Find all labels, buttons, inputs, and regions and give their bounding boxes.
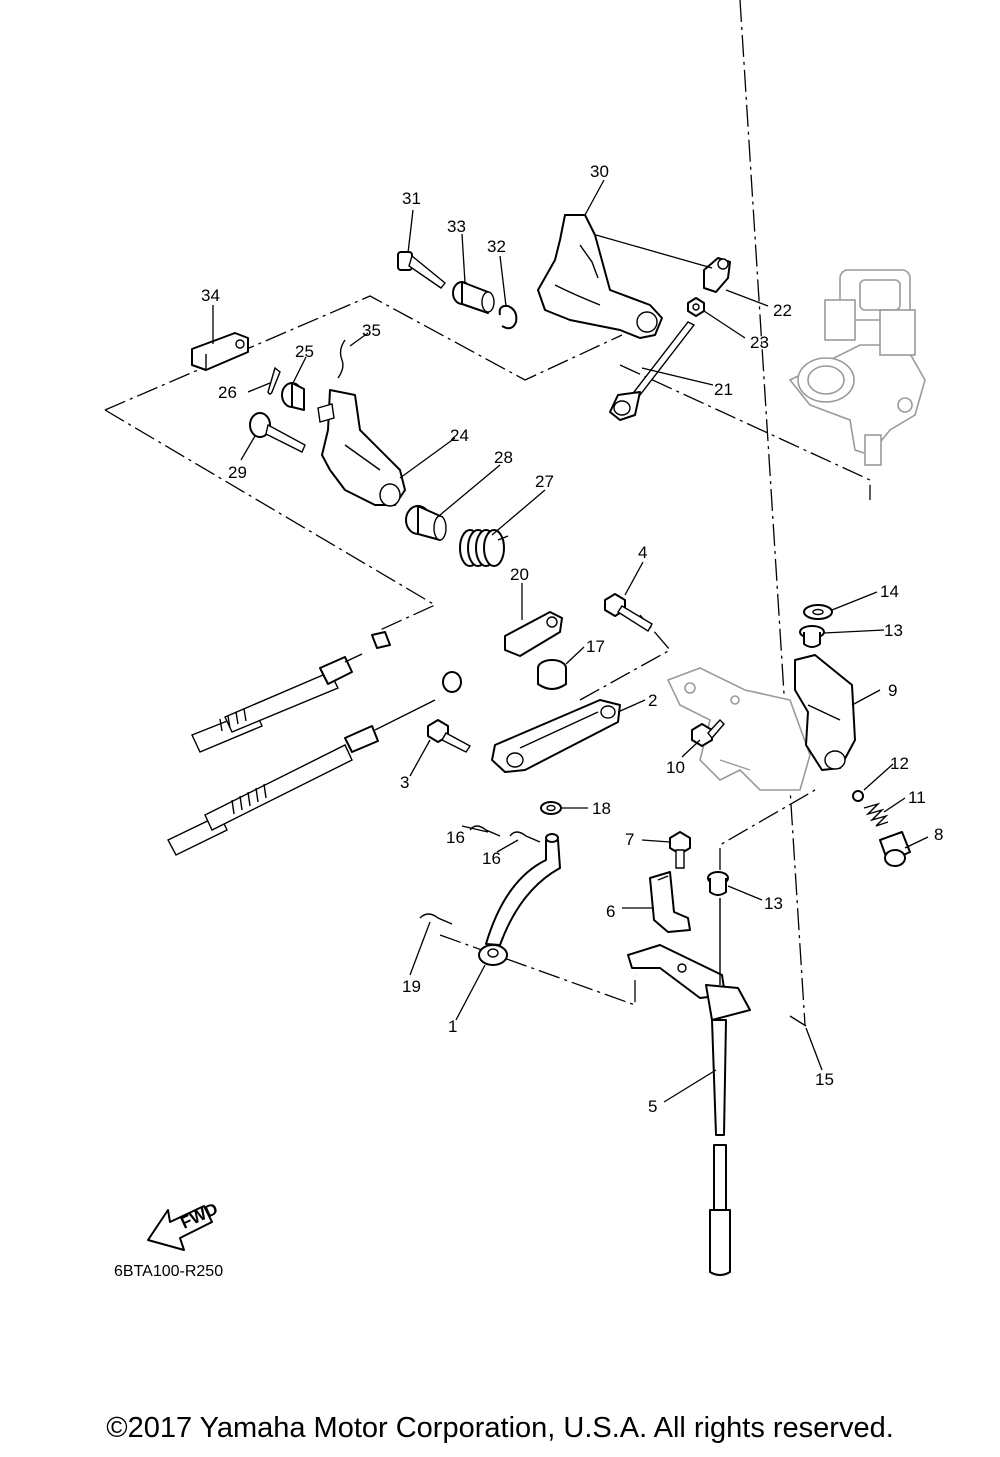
plug-8 [879, 831, 911, 867]
bolt-3 [427, 719, 472, 753]
pin-15 [789, 1015, 807, 1027]
throttle-body [788, 269, 926, 466]
callout-labels: 1 2 3 4 5 6 7 8 9 10 11 12 13 13 14 15 1… [201, 162, 943, 1116]
callout-7: 7 [625, 830, 634, 849]
ball-12 [852, 790, 864, 802]
joint-20 [504, 611, 563, 657]
bushing-33 [452, 281, 495, 314]
collar-25 [281, 382, 305, 411]
callout-2: 2 [648, 691, 657, 710]
callout-27: 27 [535, 472, 554, 491]
callout-19: 19 [402, 977, 421, 996]
callout-14: 14 [880, 582, 899, 601]
shift-cable [167, 671, 462, 856]
callout-32: 32 [487, 237, 506, 256]
nut-23 [687, 297, 705, 317]
callout-13-bottom: 13 [764, 894, 783, 913]
spring-11 [863, 802, 889, 827]
bolt-10 [691, 718, 725, 747]
callout-9: 9 [888, 681, 897, 700]
clip-35 [337, 339, 346, 379]
clip-16-b [509, 831, 541, 843]
callout-29: 29 [228, 463, 247, 482]
callout-21: 21 [714, 380, 733, 399]
callout-34: 34 [201, 286, 220, 305]
spring-27 [459, 529, 509, 567]
detent-housing-9 [794, 654, 856, 771]
collar-17 [537, 659, 567, 690]
washer-18 [540, 801, 562, 815]
throttle-cable [191, 631, 391, 753]
callout-30: 30 [590, 162, 609, 181]
callout-16-a: 16 [446, 828, 465, 847]
callout-18: 18 [592, 799, 611, 818]
leader-lines [212, 179, 929, 1103]
bolt-4 [604, 593, 653, 632]
diagram-reference-code: 6BTA100-R250 [114, 1263, 224, 1280]
callout-13-top: 13 [884, 621, 903, 640]
callout-22: 22 [773, 301, 792, 320]
fwd-arrow: FWD [147, 1199, 221, 1251]
callout-25: 25 [295, 342, 314, 361]
joint-22 [703, 257, 731, 293]
bolt-7 [669, 831, 691, 869]
callout-5: 5 [648, 1097, 657, 1116]
callout-28: 28 [494, 448, 513, 467]
callout-20: 20 [510, 565, 529, 584]
bolt-29 [249, 412, 306, 453]
clip-32 [498, 304, 518, 330]
callout-16-b: 16 [482, 849, 501, 868]
lever-2 [491, 699, 621, 773]
bushing-13-bottom [707, 871, 729, 896]
shift-bracket [666, 667, 811, 791]
clip-19 [419, 913, 453, 925]
callout-26: 26 [218, 383, 237, 402]
callout-33: 33 [447, 217, 466, 236]
pin-26 [267, 366, 281, 395]
callout-31: 31 [402, 189, 421, 208]
lever-24 [317, 389, 406, 507]
callout-11: 11 [908, 788, 926, 807]
callout-4: 4 [638, 543, 647, 562]
callout-35: 35 [362, 321, 381, 340]
callout-8: 8 [934, 825, 943, 844]
callout-6: 6 [606, 902, 615, 921]
bolt-31 [397, 251, 446, 289]
shift-arm-1 [478, 833, 561, 966]
bushing-28 [405, 505, 447, 541]
joint-34 [191, 332, 249, 371]
assembly-lines [104, 0, 871, 1026]
callout-17: 17 [586, 637, 605, 656]
callout-1: 1 [448, 1017, 457, 1036]
shift-cam-6 [649, 871, 691, 933]
rod-21 [609, 321, 696, 421]
callout-15: 15 [815, 1070, 834, 1089]
bushing-13-top [799, 625, 825, 648]
callout-12: 12 [890, 754, 909, 773]
callout-3: 3 [400, 773, 409, 792]
copyright-notice: ©2017 Yamaha Motor Corporation, U.S.A. A… [106, 1412, 894, 1444]
callout-24: 24 [450, 426, 469, 445]
callout-23: 23 [750, 333, 769, 352]
shift-shaft-5 [627, 898, 751, 1276]
washer-14 [803, 604, 833, 620]
callout-10: 10 [666, 758, 685, 777]
bracket-30 [537, 214, 663, 339]
